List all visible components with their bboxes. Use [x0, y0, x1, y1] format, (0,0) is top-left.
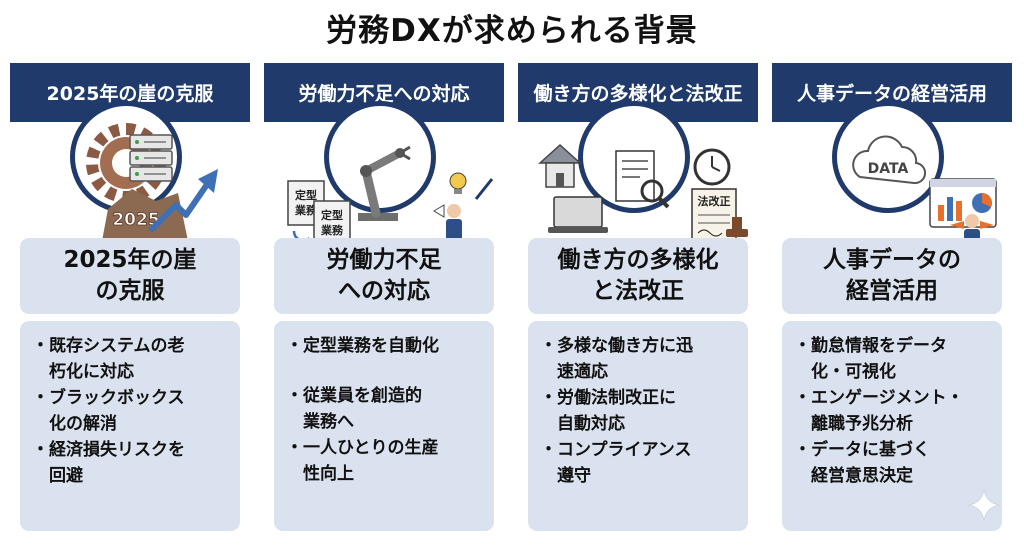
subtitle-line: 働き方の多様化: [557, 247, 719, 273]
lightbulb-icon: [449, 172, 467, 194]
bullet-dot: ・: [32, 388, 49, 408]
subtitle-line: の克服: [95, 278, 165, 304]
bullet-dot: ・: [286, 336, 303, 356]
bullet-dot: ・: [540, 336, 557, 356]
bullet-line: 勤怠情報をデータ: [811, 336, 947, 356]
stamp-icon: [726, 217, 748, 237]
bullet-line: 速適応: [557, 362, 608, 382]
bullet-line: 既存システムの老: [49, 336, 185, 356]
column-2025-cliff: 2025年の崖の克服 2025 2025年の崖 の克服 ・ 既存シス: [10, 63, 250, 543]
cloud-icon: DATA: [852, 135, 926, 185]
column-hr-data: 人事データの経営活用 DATA 人事データの 経営活用 ・ 勤怠情報をデー: [772, 63, 1012, 543]
bullet-line: 一人ひとりの生産: [303, 438, 439, 458]
bullet-line: 化の解消: [49, 414, 117, 434]
column-header: 働き方の多様化と法改正: [518, 63, 758, 122]
page-title: 労務DXが求められる背景: [326, 13, 698, 49]
bullet-line: 化・可視化: [811, 362, 896, 382]
magnifier-document-icon: [615, 150, 670, 209]
subtitle-line: と法改正: [592, 278, 684, 304]
bullet-item: ・ 一人ひとりの生産性向上: [286, 435, 488, 487]
column-labor-shortage: 労働力不足への対応 定型 業務 定型 業務: [264, 63, 504, 543]
bullet-item: ・ 勤怠情報をデータ化・可視化: [794, 333, 996, 385]
bullet-dot: ・: [540, 388, 557, 408]
person-icon: [433, 204, 462, 241]
doc-label-line: 業務: [294, 203, 318, 217]
bullet-item: ・ 多様な働き方に迅速適応: [540, 333, 742, 385]
bullet-list-card: ・ 多様な働き方に迅速適応 ・ 労働法制改正に自動対応 ・ コンプライアンス遵守: [528, 321, 748, 531]
cliff-year-label: 2025: [112, 210, 159, 230]
bullet-line: ブラックボックス: [49, 388, 185, 408]
illustration-labor-shortage: 定型 業務 定型 業務: [287, 145, 494, 246]
sparkle-icon: [967, 488, 1001, 522]
pen-icon: [474, 178, 494, 200]
doc-label-line: 定型: [295, 188, 317, 202]
column-work-style-law: 働き方の多様化と法改正 法改正: [518, 63, 758, 543]
bullet-line: 朽化に対応: [49, 362, 134, 382]
document-icon: 定型 業務 定型 業務: [287, 180, 351, 246]
bullet-line: データに基づく: [811, 440, 930, 460]
bullet-line: 自動対応: [557, 414, 625, 434]
subtitle-line: 人事データの: [823, 247, 961, 273]
subtitle-line: 2025年の崖: [63, 247, 197, 273]
cloud-label: DATA: [868, 161, 909, 177]
bullet-dot: ・: [286, 438, 303, 458]
bullet-item: ・ 定型業務を自動化: [286, 333, 488, 359]
bullet-dot: ・: [286, 386, 303, 406]
bullet-line: 離職予兆分析: [811, 414, 913, 434]
bullet-item: ・ エンゲージメント・離職予兆分析: [794, 385, 996, 437]
subtitle-card: 働き方の多様化 と法改正: [528, 238, 748, 314]
illustration-2025-cliff: 2025: [86, 123, 218, 241]
bullet-line: コンプライアンス: [557, 440, 692, 460]
bullet-item: ・ データに基づく経営意思決定: [794, 437, 996, 489]
bullet-dot: ・: [540, 440, 557, 460]
house-icon: [538, 143, 582, 188]
bullet-dot: ・: [794, 440, 811, 460]
subtitle-line: 経営活用: [846, 278, 938, 304]
subtitle-line: 労働力不足: [326, 247, 442, 273]
bullet-dot: ・: [32, 440, 49, 460]
icon-circle: [324, 101, 436, 213]
bullet-line: 回避: [49, 466, 83, 486]
bullet-item: ・ コンプライアンス遵守: [540, 437, 742, 489]
bullet-line: エンゲージメント・: [811, 388, 964, 408]
bullet-item: ・ 既存システムの老朽化に対応: [32, 333, 234, 385]
illustration-work-style-law: 法改正: [538, 143, 748, 242]
bullet-item: ・ 従業員を創造的業務へ: [286, 383, 488, 435]
subtitle-line: への対応: [338, 278, 430, 304]
bullet-line: 労働法制改正に: [557, 388, 676, 408]
bullet-line: 定型業務を自動化: [303, 336, 439, 356]
subtitle-card: 人事データの 経営活用: [782, 238, 1002, 314]
bullet-line: 業務へ: [303, 412, 354, 432]
legal-doc-label: 法改正: [698, 194, 731, 208]
cliff-rock-shape: [102, 189, 188, 241]
rising-arrow-icon: [149, 169, 218, 232]
bullet-dot: ・: [794, 336, 811, 356]
bullet-line: 従業員を創造的: [303, 386, 422, 406]
bullet-dot: ・: [32, 336, 49, 356]
bullet-line: 経済損失リスクを: [49, 440, 185, 460]
bullet-item: ・ 労働法制改正に自動対応: [540, 385, 742, 437]
doc-label-line: 定型: [321, 208, 343, 222]
bullet-line: 性向上: [303, 464, 354, 484]
illustration-hr-data: DATA: [852, 135, 997, 245]
clock-icon: [693, 148, 731, 186]
bullet-list-card: ・ 定型業務を自動化 ・ 従業員を創造的業務へ ・ 一人ひとりの生産性向上: [274, 321, 494, 531]
bullet-dot: ・: [794, 388, 811, 408]
dashboard-icon: [929, 178, 997, 228]
laptop-icon: [548, 196, 608, 233]
bullet-item: ・ 経済損失リスクを回避: [32, 437, 234, 489]
server-rack-icon: [129, 134, 173, 182]
robot-arm-icon: [358, 145, 411, 221]
bullet-list-card: ・ 勤怠情報をデータ化・可視化 ・ エンゲージメント・離職予兆分析 ・ データに…: [782, 321, 1002, 531]
bullet-line: 遵守: [557, 466, 591, 486]
bullet-line: 多様な働き方に迅: [557, 336, 693, 356]
bullet-item: ・ ブラックボックス化の解消: [32, 385, 234, 437]
bullet-list-card: ・ 既存システムの老朽化に対応 ・ ブラックボックス化の解消 ・ 経済損失リスク…: [20, 321, 240, 531]
bullet-line: 経営意思決定: [811, 466, 913, 486]
subtitle-card: 2025年の崖 の克服: [20, 238, 240, 314]
doc-label-line: 業務: [320, 223, 344, 237]
subtitle-card: 労働力不足 への対応: [274, 238, 494, 314]
